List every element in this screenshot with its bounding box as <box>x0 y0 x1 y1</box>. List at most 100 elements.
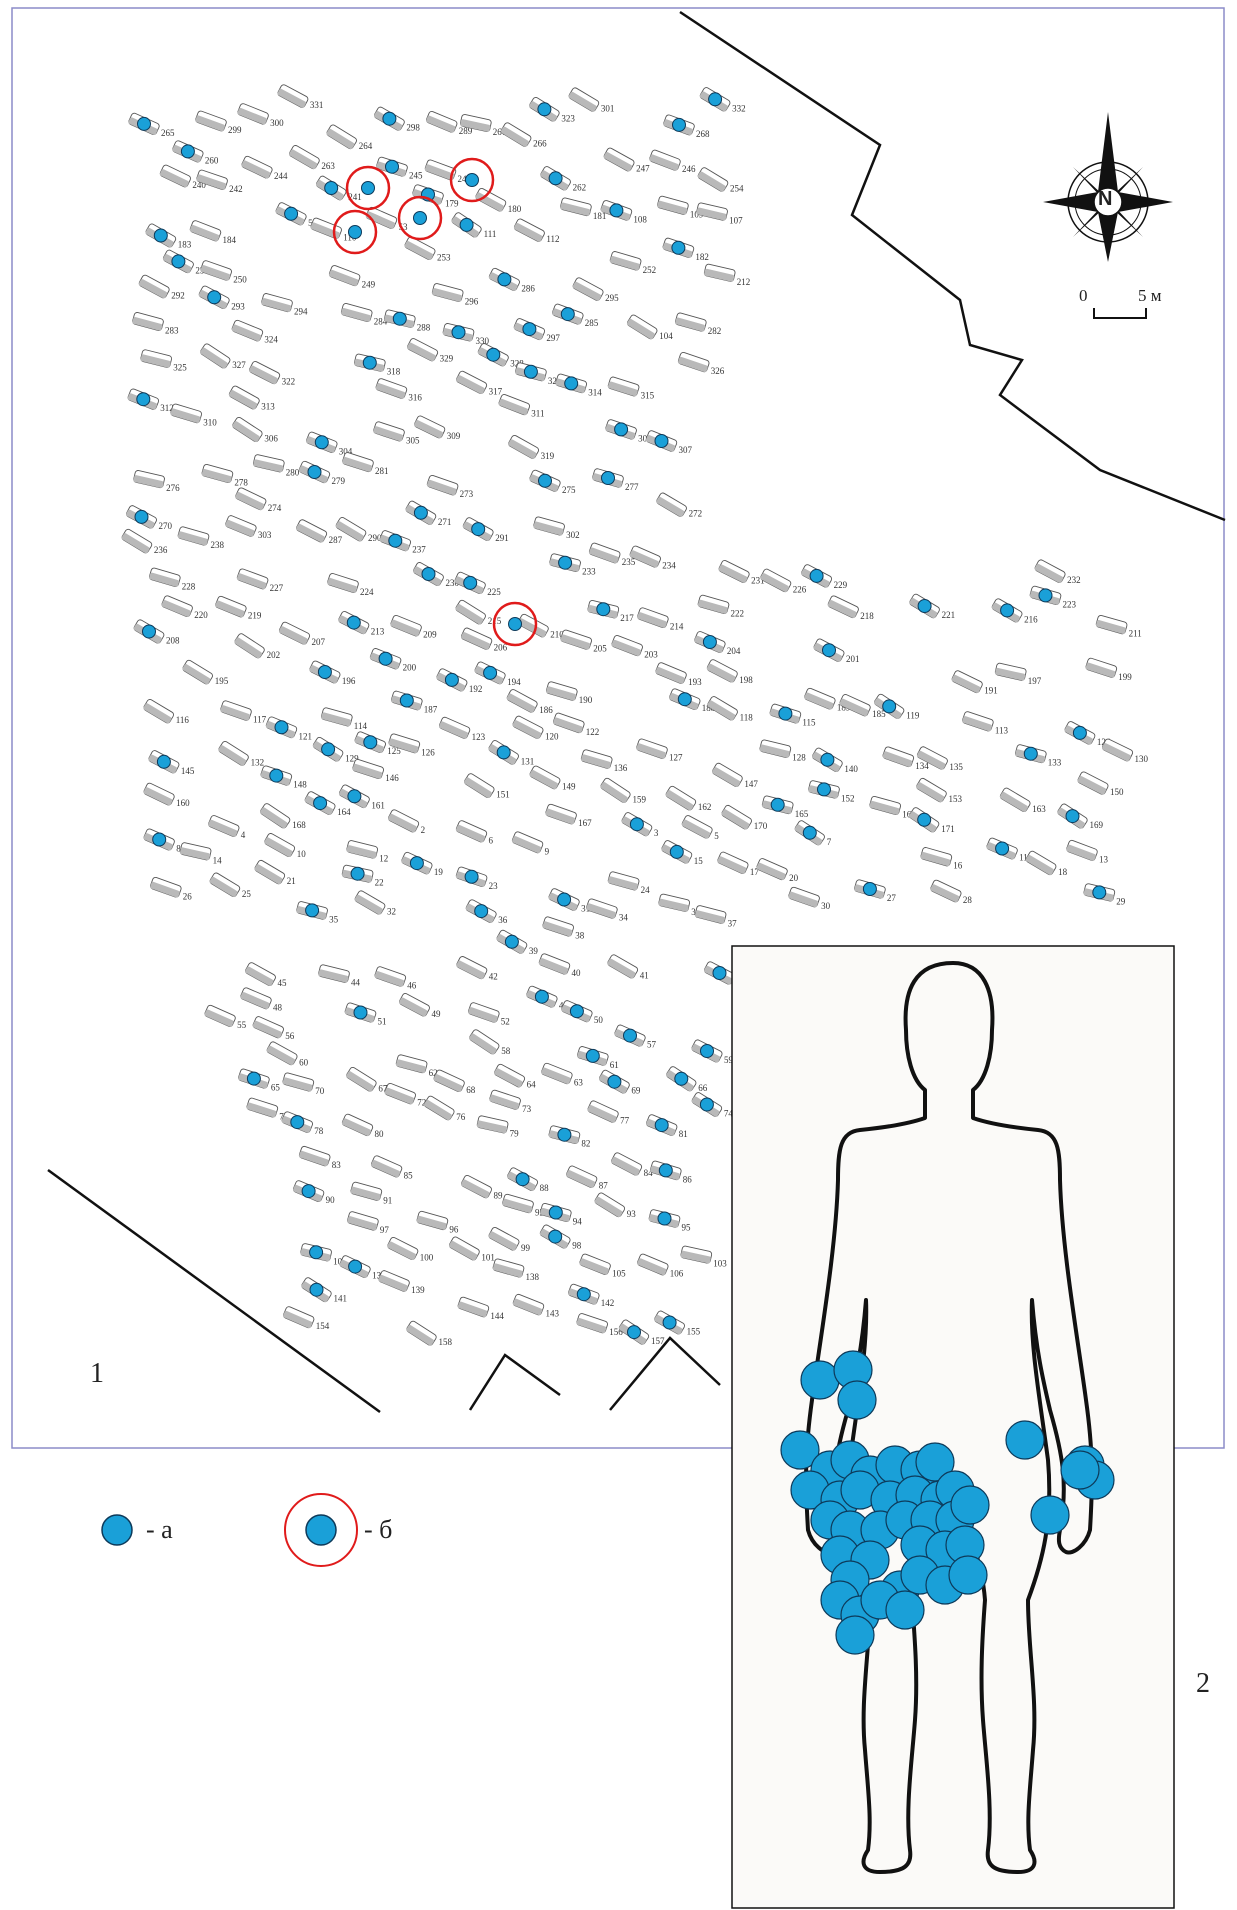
marker-a-7 <box>802 825 817 840</box>
body-panel-frame <box>731 945 1175 1909</box>
grave-number-128: 128 <box>792 753 806 763</box>
grave-315 <box>607 376 640 397</box>
grave-243 <box>424 159 457 181</box>
grave-number-79: 79 <box>510 1128 519 1138</box>
marker-a-323 <box>537 102 552 117</box>
marker-a-288 <box>392 311 407 326</box>
grave-number-59: 59 <box>724 1055 734 1065</box>
marker-a-230 <box>421 567 436 581</box>
marker-a-279 <box>307 465 322 479</box>
grave-284 <box>340 302 373 323</box>
grave-number-40: 40 <box>572 968 582 978</box>
grave-18 <box>1025 850 1057 876</box>
grave-number-127: 127 <box>669 753 683 763</box>
grave-number-55: 55 <box>237 1020 247 1030</box>
grave-144 <box>457 1296 490 1318</box>
grave-number-120: 120 <box>545 731 559 741</box>
grave-number-181: 181 <box>593 211 607 221</box>
marker-b-5 <box>508 617 522 631</box>
grave-number-266: 266 <box>533 139 547 149</box>
marker-a-251 <box>171 254 186 269</box>
marker-a-51 <box>353 1005 368 1020</box>
grave-number-245: 245 <box>409 171 423 181</box>
grave-316 <box>375 378 408 399</box>
grave-number-278: 278 <box>234 478 248 488</box>
grave-number-307: 307 <box>679 445 693 455</box>
grave-number-73: 73 <box>522 1104 532 1114</box>
grave-number-186: 186 <box>539 705 553 715</box>
grave-224 <box>327 573 359 593</box>
grave-185 <box>839 694 871 717</box>
grave-number-130: 130 <box>1135 754 1149 764</box>
grave-number-133: 133 <box>1048 758 1062 768</box>
grave-number-272: 272 <box>689 509 703 519</box>
grave-number-29: 29 <box>1116 896 1126 906</box>
marker-a-19 <box>409 856 424 871</box>
marker-a-182 <box>671 240 686 255</box>
marker-a-298 <box>382 111 397 126</box>
grave-46 <box>374 966 407 987</box>
grave-number-192: 192 <box>469 684 483 694</box>
grave-301 <box>568 87 600 112</box>
marker-a-61 <box>585 1048 600 1063</box>
grave-number-19: 19 <box>434 867 444 877</box>
grave-76 <box>424 1095 455 1121</box>
marker-a-270 <box>134 509 149 524</box>
marker-a-152 <box>817 782 831 797</box>
panel-label-2: 2 <box>1196 1668 1210 1699</box>
grave-97 <box>347 1211 379 1231</box>
grave-number-224: 224 <box>360 587 374 597</box>
grave-number-144: 144 <box>490 1311 504 1321</box>
grave-number-103: 103 <box>713 1259 727 1269</box>
grave-278 <box>201 463 234 484</box>
grave-number-252: 252 <box>643 265 657 275</box>
grave-number-122: 122 <box>586 727 600 737</box>
grave-number-166: 166 <box>902 810 916 820</box>
body-marker-4 <box>780 1430 820 1470</box>
grave-220 <box>161 595 193 618</box>
marker-a-277 <box>601 471 615 485</box>
grave-207 <box>278 621 311 645</box>
grave-218 <box>827 595 859 619</box>
grave-number-230: 230 <box>446 578 460 588</box>
grave-number-234: 234 <box>662 561 676 571</box>
grave-number-119: 119 <box>906 710 920 720</box>
marker-a-78 <box>290 1115 305 1130</box>
marker-a-268 <box>672 117 686 132</box>
marker-a-47 <box>534 989 549 1004</box>
grave-34 <box>586 898 618 919</box>
grave-325 <box>140 349 173 368</box>
marker-a-133 <box>1023 746 1038 761</box>
grave-38 <box>542 916 574 937</box>
marker-a-161 <box>347 789 362 804</box>
grave-266 <box>500 122 532 147</box>
grave-number-197: 197 <box>1028 676 1042 686</box>
grave-number-330: 330 <box>476 336 490 346</box>
grave-263 <box>289 145 320 170</box>
grave-number-190: 190 <box>579 695 593 705</box>
grave-252 <box>609 251 642 271</box>
grave-number-218: 218 <box>860 611 874 621</box>
grave-136 <box>580 749 613 769</box>
grave-6 <box>455 820 488 843</box>
grave-300 <box>237 103 269 125</box>
compass-north-label: N <box>1098 188 1113 210</box>
marker-a-328 <box>486 347 501 362</box>
grave-number-25: 25 <box>242 889 252 899</box>
grave-number-12: 12 <box>379 853 388 863</box>
marker-a-3 <box>629 817 644 832</box>
grave-202 <box>234 633 265 659</box>
grave-number-95: 95 <box>682 1223 692 1233</box>
grave-number-117: 117 <box>253 715 267 725</box>
grave-number-312: 312 <box>160 403 174 413</box>
grave-number-165: 165 <box>795 809 809 819</box>
marker-a-237 <box>388 533 403 548</box>
grave-16 <box>920 847 953 867</box>
grave-number-309: 309 <box>447 431 461 441</box>
marker-a-36 <box>474 904 489 919</box>
grave-299 <box>195 110 227 132</box>
grave-number-250: 250 <box>233 275 247 285</box>
marker-a-95 <box>657 1211 672 1226</box>
grave-number-99: 99 <box>521 1243 531 1253</box>
